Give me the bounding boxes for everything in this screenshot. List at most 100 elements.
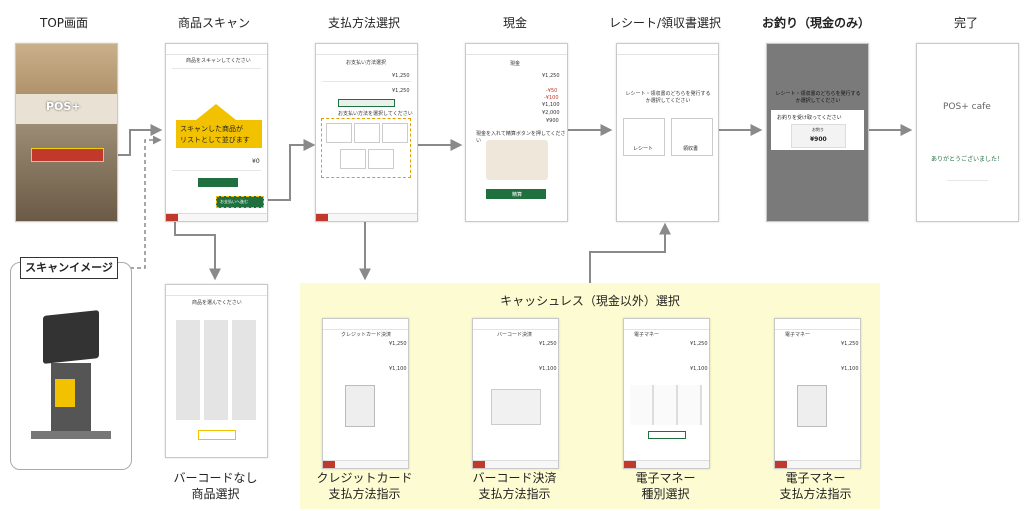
done-screen: POS+ cafe ありがとうございました！ <box>916 43 1019 222</box>
change-screen: レシート・領収書のどちらを発行するか選択してください お釣りを受け取ってください… <box>766 43 869 222</box>
top-screen: POS+ <box>15 43 118 222</box>
barcode-less-button[interactable] <box>198 178 238 187</box>
receipt-option-label: レシート <box>633 146 654 152</box>
scan-image-label: スキャンイメージ <box>20 257 118 279</box>
emoney-confirm-button[interactable] <box>648 431 686 439</box>
coupon-button[interactable] <box>338 99 395 107</box>
no-barcode-caption-line1: バーコードなし <box>173 471 258 485</box>
no-barcode-screen: 商品を選んでください <box>165 284 268 458</box>
logo-band <box>16 94 117 124</box>
banner-line1: スキャンした商品が <box>180 125 243 133</box>
no-barcode-heading: 商品を選んでください <box>192 300 242 306</box>
barcode-scan-illustration <box>491 389 541 425</box>
scan-image-panel <box>10 262 132 470</box>
scanner-highlight <box>55 379 75 407</box>
step-title-scan: 商品スキャン <box>177 16 250 30</box>
invoice-option[interactable]: 領収書 <box>671 118 713 156</box>
banner-arrow-up <box>196 104 236 120</box>
payment-screen: お支払い方法選択 ¥1,250 ¥1,250 お支払い方法を選択してください <box>315 43 418 222</box>
cashless-amount-credit: ¥1,250 <box>389 341 407 347</box>
shelf-photo-top <box>16 44 117 94</box>
cash-amount-0: ¥1,250 <box>542 73 560 79</box>
emoney-option[interactable] <box>340 149 366 169</box>
banner-line2: リストとして並びます <box>180 136 250 144</box>
change-box: お釣り ¥900 <box>791 124 846 148</box>
step-title-receipt: レシート/領収書選択 <box>608 16 722 30</box>
step-title-done: 完了 <box>953 16 978 30</box>
cashless-caption-emoney-pay-line1: 電子マネー <box>785 471 846 485</box>
cash-instruction: 現金を入れて精算ボタンを押してください <box>476 131 566 144</box>
cash-amount-4: ¥2,000 <box>542 110 560 116</box>
cashless-caption-barcode-line2: 支払方法指示 <box>478 487 551 501</box>
cashless-caption-emoney-pay: 電子マネー 支払方法指示 <box>756 470 875 502</box>
kiosk-screen <box>43 310 99 364</box>
invoice-option-label: 領収書 <box>683 146 699 152</box>
payment-amount1: ¥1,250 <box>392 73 410 79</box>
settle-button-label: 精算 <box>512 192 523 198</box>
cash-amount-5: ¥900 <box>546 118 559 124</box>
cash-amount-3: ¥1,100 <box>542 102 560 108</box>
cashless-screen-emoney-pay: 電子マネー ¥1,250 ¥1,100 <box>774 318 861 469</box>
cashless-caption-emoney-pay-line2: 支払方法指示 <box>779 487 852 501</box>
done-logo: POS+ cafe <box>943 102 991 112</box>
emoney-type-grid[interactable] <box>630 385 702 425</box>
cashless-total-emoney-pay: ¥1,100 <box>841 366 859 372</box>
cash-title: 現金 <box>510 61 521 67</box>
cashless-amount-barcode: ¥1,250 <box>539 341 557 347</box>
settle-button[interactable]: 精算 <box>486 189 546 199</box>
cashless-total-credit: ¥1,100 <box>389 366 407 372</box>
cashless-caption-credit: クレジットカード 支払方法指示 <box>305 470 424 502</box>
scan-screen: 商品をスキャンしてください スキャンした商品が リストとして並びます ¥0 お支… <box>165 43 268 222</box>
cashless-header-emoney-pay: 電子マネー <box>785 332 811 338</box>
product-grid[interactable] <box>176 320 256 420</box>
payment-options <box>321 118 411 178</box>
scan-total: ¥0 <box>252 158 260 165</box>
pay-button[interactable]: お支払いへ進む <box>216 196 264 208</box>
cashless-title: キャッシュレス（現金以外）選択 <box>500 294 680 308</box>
change-label: お釣り <box>812 127 824 132</box>
cashless-caption-barcode: バーコード決済 支払方法指示 <box>455 470 574 502</box>
cashless-header-credit: クレジットカード決済 <box>341 332 392 338</box>
change-dialog: お釣りを受け取ってください お釣り ¥900 <box>771 110 864 150</box>
no-barcode-caption: バーコードなし 商品選択 <box>155 470 276 502</box>
cashless-screen-barcode: バーコード決済 ¥1,250 ¥1,100 <box>472 318 559 469</box>
done-thanks: ありがとうございました！ <box>931 156 1004 163</box>
cash-amount-2: -¥100 <box>544 95 559 101</box>
cashless-header-emoney-type: 電子マネー <box>634 332 660 338</box>
cash-option[interactable] <box>326 123 352 143</box>
back-button[interactable] <box>198 430 236 440</box>
kiosk-base <box>31 431 111 439</box>
cashless-amount-emoney-pay: ¥1,250 <box>841 341 859 347</box>
cashless-screen-emoney-type: 電子マネー ¥1,250 ¥1,100 <box>623 318 710 469</box>
scan-heading: 商品をスキャンしてください <box>186 58 251 64</box>
receipt-option[interactable]: レシート <box>623 118 665 156</box>
start-button[interactable] <box>31 148 104 162</box>
change-notice: お釣りを受け取ってください <box>777 115 842 121</box>
cashless-caption-barcode-line1: バーコード決済 <box>472 471 557 485</box>
payment-heading: お支払い方法選択 <box>346 60 387 66</box>
cashless-screen-credit: クレジットカード決済 ¥1,250 ¥1,100 <box>322 318 409 469</box>
cashless-total-barcode: ¥1,100 <box>539 366 557 372</box>
other-option[interactable] <box>368 149 394 169</box>
payment-sub: お支払い方法を選択してください <box>338 111 413 117</box>
cashless-header-barcode: バーコード決済 <box>497 332 533 338</box>
cashless-total-emoney-type: ¥1,100 <box>690 366 708 372</box>
change-amount: ¥900 <box>810 136 827 143</box>
cashless-caption-credit-line2: 支払方法指示 <box>328 487 401 501</box>
step-title-top: TOP画面 <box>39 16 88 30</box>
shelf-photo-bottom <box>16 124 117 221</box>
receipt-heading: レシート・領収書のどちらを発行するか選択してください <box>625 91 711 104</box>
payment-amount2: ¥1,250 <box>392 88 410 94</box>
card-option[interactable] <box>354 123 380 143</box>
cash-screen: 現金 ¥1,250 -¥50 -¥100 ¥1,100 ¥2,000 ¥900 … <box>465 43 568 222</box>
cashless-caption-emoney-type: 電子マネー 種別選択 <box>606 470 725 502</box>
cashless-caption-credit-line1: クレジットカード <box>316 471 413 485</box>
no-barcode-caption-line2: 商品選択 <box>191 487 240 501</box>
step-title-cash: 現金 <box>502 16 527 30</box>
barcode-option[interactable] <box>382 123 408 143</box>
pay-button-label: お支払いへ進む <box>220 199 248 204</box>
cashless-caption-emoney-type-line2: 種別選択 <box>641 487 690 501</box>
change-heading: レシート・領収書のどちらを発行するか選択してください <box>775 91 861 104</box>
cashless-caption-emoney-type-line1: 電子マネー <box>635 471 696 485</box>
cash-insert-illustration <box>486 140 548 180</box>
